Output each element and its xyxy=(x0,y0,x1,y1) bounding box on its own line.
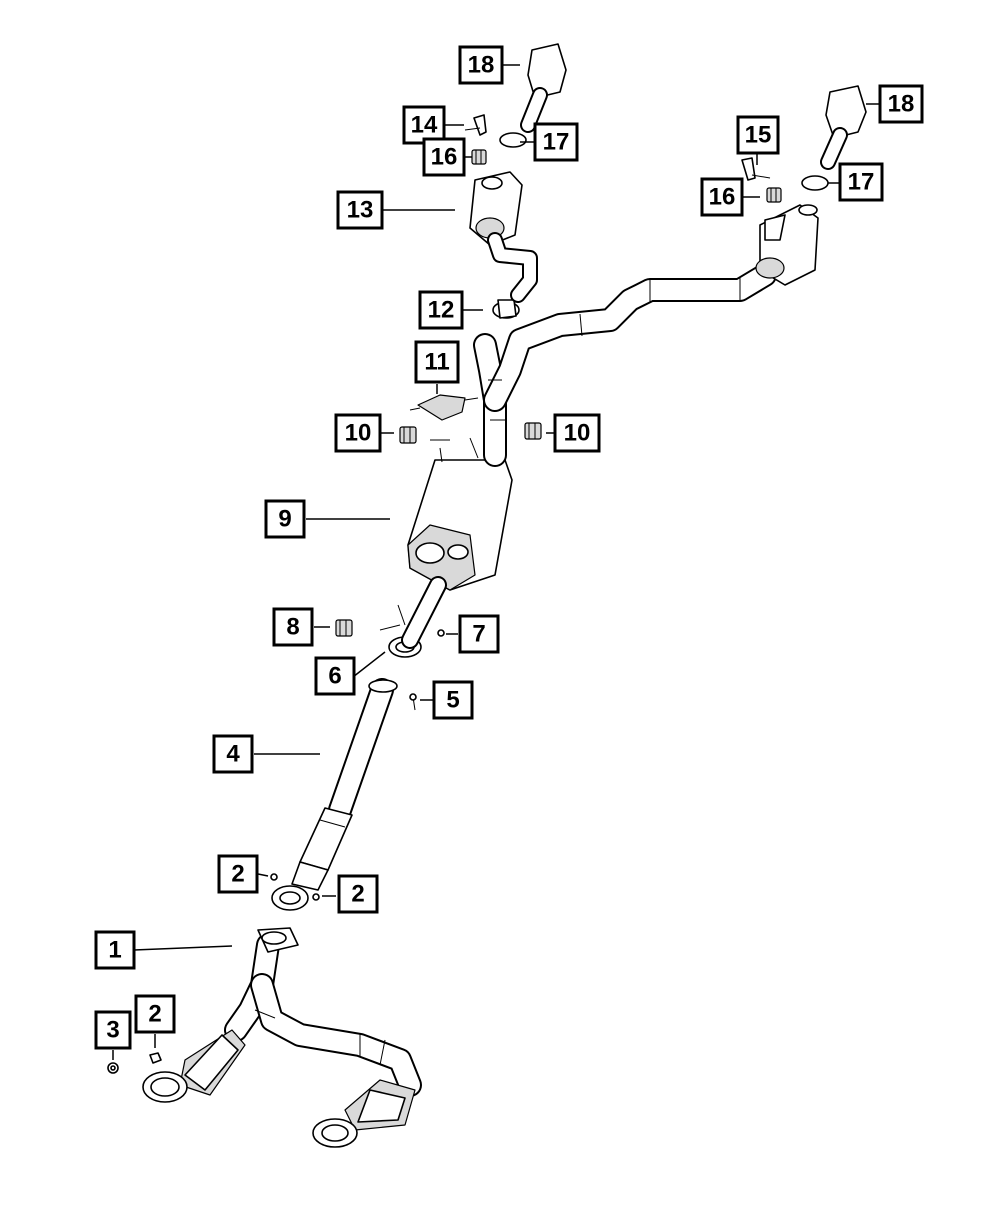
leader-lines xyxy=(112,64,880,1060)
callout-16: 16 xyxy=(422,137,466,177)
hanger-part-15 xyxy=(741,157,771,181)
svg-text:5: 5 xyxy=(446,687,459,714)
svg-text:1: 1 xyxy=(108,937,121,964)
callout-10: 10 xyxy=(553,413,601,453)
svg-text:10: 10 xyxy=(564,420,591,447)
isolator-part-8 xyxy=(335,619,353,637)
exhaust-parts-illustration xyxy=(107,43,867,1148)
callout-15: 15 xyxy=(736,115,780,155)
svg-text:2: 2 xyxy=(148,1001,161,1028)
svg-text:8: 8 xyxy=(286,614,299,641)
svg-text:7: 7 xyxy=(472,621,485,648)
svg-text:13: 13 xyxy=(347,197,374,224)
callout-8: 8 xyxy=(272,607,314,647)
callout-17: 17 xyxy=(533,122,579,162)
clamp-part-12 xyxy=(492,299,520,319)
callout-2: 2 xyxy=(134,994,176,1034)
intermediate-pipe-resonator xyxy=(271,678,398,911)
svg-text:6: 6 xyxy=(328,663,341,690)
callout-13: 13 xyxy=(336,190,384,230)
exhaust-tip-part-18 xyxy=(520,43,867,170)
svg-text:11: 11 xyxy=(424,349,449,376)
callout-10: 10 xyxy=(334,413,382,453)
svg-text:12: 12 xyxy=(428,297,455,324)
left-muffler xyxy=(469,171,538,303)
callout-11: 11 xyxy=(414,340,460,384)
callout-14: 14 xyxy=(402,105,446,145)
svg-text:17: 17 xyxy=(543,129,570,156)
callout-3: 3 xyxy=(94,1010,132,1050)
svg-text:18: 18 xyxy=(468,52,495,79)
hanger-bracket-part-11 xyxy=(409,394,479,421)
svg-text:18: 18 xyxy=(888,91,915,118)
svg-text:17: 17 xyxy=(848,169,875,196)
callout-16: 16 xyxy=(700,177,744,217)
hanger-part-14 xyxy=(464,114,487,136)
svg-text:15: 15 xyxy=(745,122,772,149)
callout-2: 2 xyxy=(217,854,259,894)
nut-part-7 xyxy=(437,629,445,637)
svg-text:14: 14 xyxy=(411,112,438,139)
catalytic-converter-y-pipe xyxy=(142,927,422,1148)
svg-text:3: 3 xyxy=(106,1017,119,1044)
callout-5: 5 xyxy=(432,680,474,720)
svg-text:2: 2 xyxy=(351,881,364,908)
callout-12: 12 xyxy=(418,290,464,330)
svg-text:16: 16 xyxy=(431,144,458,171)
svg-text:4: 4 xyxy=(226,741,240,768)
svg-text:16: 16 xyxy=(709,184,736,211)
callout-18: 18 xyxy=(458,45,504,85)
svg-text:2: 2 xyxy=(231,861,244,888)
callout-17: 17 xyxy=(838,162,884,202)
svg-text:9: 9 xyxy=(278,506,291,533)
isolator-part-16 xyxy=(471,149,782,203)
callout-2: 2 xyxy=(337,874,379,914)
right-muffler xyxy=(755,204,819,286)
callout-18: 18 xyxy=(878,84,924,124)
callout-1: 1 xyxy=(94,930,136,970)
bolt-part-5 xyxy=(409,693,417,711)
callout-7: 7 xyxy=(458,614,500,654)
main-muffler xyxy=(379,437,513,649)
tailpipe-assembly xyxy=(473,263,777,467)
nut-part-3 xyxy=(107,1062,119,1074)
callout-9: 9 xyxy=(264,499,306,539)
clamp-part-17 xyxy=(499,132,829,191)
svg-text:10: 10 xyxy=(345,420,372,447)
nut-part-2 xyxy=(149,873,320,1064)
callout-6: 6 xyxy=(314,656,356,696)
callout-4: 4 xyxy=(212,734,254,774)
isolator-part-10 xyxy=(399,422,542,444)
